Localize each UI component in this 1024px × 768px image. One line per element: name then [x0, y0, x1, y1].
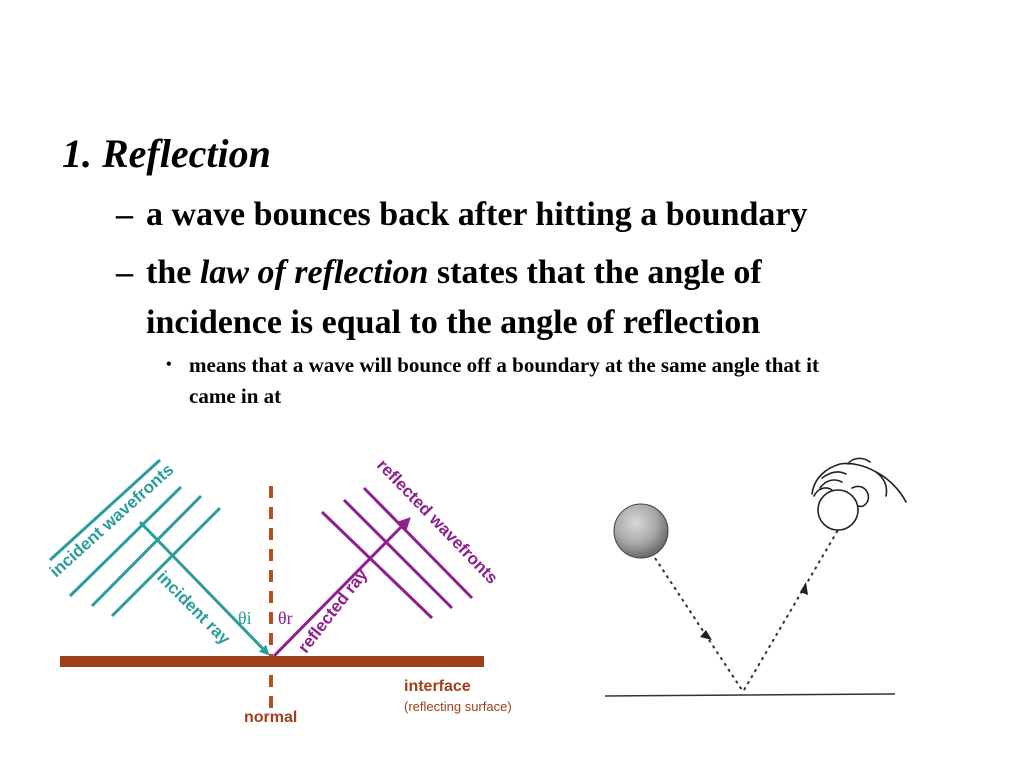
theta-i-label: θi — [238, 608, 252, 628]
arrow-down-icon — [700, 630, 712, 640]
interface-surface — [60, 656, 484, 667]
incident-wavefront-line — [90, 494, 203, 608]
sub-bullet-marker: • — [166, 356, 172, 373]
hand-icon — [811, 457, 907, 531]
bullet-2-text-after: states that the angle of — [428, 254, 762, 291]
incident-wavefronts — [48, 458, 222, 618]
bullet-2-law-term: law of reflection — [199, 254, 429, 291]
sub-bullet-line2: came in at — [189, 384, 282, 408]
arrow-up-icon — [800, 582, 808, 595]
incident-wavefront-line — [110, 506, 222, 618]
slide-heading: 1. Reflection — [62, 131, 271, 176]
interface-sub-label: (reflecting surface) — [404, 699, 512, 714]
ball-icon — [613, 503, 669, 559]
theta-r-label: θr — [278, 608, 293, 628]
reflected-wavefront-line — [320, 510, 434, 620]
bullet-2-marker: – — [116, 254, 133, 291]
path-outgoing — [743, 529, 839, 691]
incident-ray — [138, 520, 270, 656]
incident-wavefront-line — [68, 485, 183, 598]
bullet-2-line2: incidence is equal to the angle of refle… — [146, 304, 761, 341]
sub-bullet-line1: means that a wave will bounce off a boun… — [189, 353, 819, 377]
reflected-wavefront-line — [342, 498, 454, 610]
path-incoming — [654, 557, 743, 691]
bullet-2-line1: the law of reflection states that the an… — [146, 248, 762, 298]
normal-label: normal — [244, 709, 297, 726]
bullet-2-text-before: the — [146, 254, 200, 291]
incident-wavefront-line — [48, 458, 162, 562]
reflected-wavefronts — [320, 486, 474, 620]
reflected-ray — [272, 517, 411, 658]
ground-line — [604, 693, 896, 697]
bullet-1-marker: – — [116, 196, 133, 233]
interface-label: interface — [404, 678, 471, 695]
reflected-wavefront-line — [362, 486, 474, 600]
bullet-1-text: a wave bounces back after hitting a boun… — [146, 196, 808, 233]
